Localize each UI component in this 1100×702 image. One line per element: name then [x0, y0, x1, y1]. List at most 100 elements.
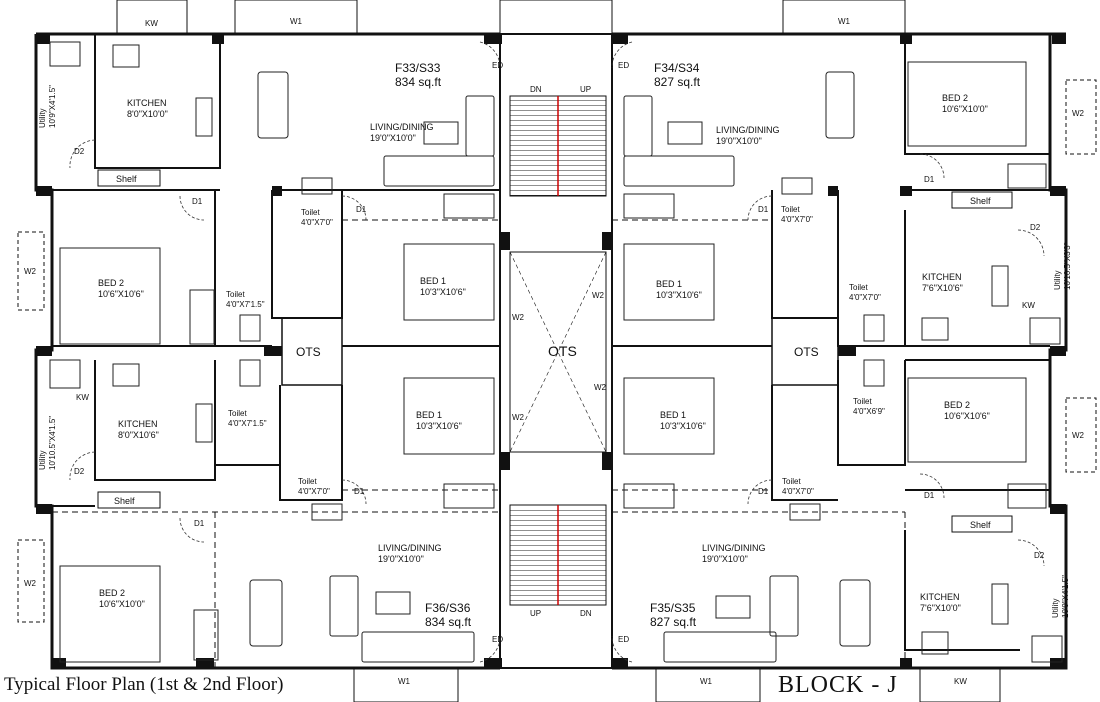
ots-right: OTS — [794, 345, 819, 359]
bed2-tr-label: BED 2 — [942, 93, 968, 103]
flat-f33-area: 834 sq.ft — [395, 75, 442, 89]
kw-top: KW — [145, 19, 158, 28]
living-br-label: LIVING/DINING — [702, 543, 766, 553]
utility-tl-label: Utility — [38, 108, 47, 128]
d2-tl: D2 — [74, 147, 85, 156]
structural-columns — [36, 34, 1066, 668]
w1-top-left: W1 — [290, 17, 303, 26]
toilet-1-dim: 4'0"X7'0" — [301, 218, 333, 227]
kitchen-br-label: KITCHEN — [920, 592, 960, 602]
d1-c3: D1 — [758, 205, 769, 214]
kw-left: KW — [76, 393, 89, 402]
d2-ml: D2 — [74, 467, 85, 476]
living-bl-label: LIVING/DINING — [378, 543, 442, 553]
flat-f33-name: F33/S33 — [395, 61, 441, 75]
shelf-tl: Shelf — [116, 174, 137, 184]
kitchen-tl-label: KITCHEN — [127, 98, 167, 108]
toilet-8-label: Toilet — [782, 477, 801, 486]
up-top: UP — [580, 85, 591, 94]
dn-top: DN — [530, 85, 542, 94]
w2-right-top: W2 — [1072, 109, 1085, 118]
bed1-tr-label: BED 1 — [656, 279, 682, 289]
ed-tr: ED — [618, 61, 629, 70]
toilet-2-label: Toilet — [226, 290, 245, 299]
bed1-br-label: BED 1 — [660, 410, 686, 420]
staircase-core — [499, 33, 613, 669]
flat-f36-name: F36/S36 — [425, 601, 471, 615]
d1-c1: D1 — [356, 205, 367, 214]
utility-tl-dim: 10'9"X4'1.5" — [48, 85, 57, 128]
d1-ml: D1 — [194, 519, 205, 528]
shelf-ml: Shelf — [114, 496, 135, 506]
window-door-tags: KW W1 W1 W1 W1 KW KW KW W2 W2 W2 W2 W2 W… — [24, 17, 1085, 686]
w1-bottom-left: W1 — [398, 677, 411, 686]
w2-core-4: W2 — [594, 383, 607, 392]
bed2-mr-dim: 10'6"X10'6" — [944, 411, 990, 421]
block-label: BLOCK - J — [778, 672, 898, 698]
living-tr-label: LIVING/DINING — [716, 125, 780, 135]
flat-f34-area: 827 sq.ft — [654, 75, 701, 89]
shelf-labels: Shelf Shelf Shelf Shelf — [97, 169, 1013, 533]
bed1-tr-dim: 10'3"X10'6" — [656, 290, 702, 300]
living-tl-dim: 19'0"X10'0" — [370, 133, 416, 143]
utility-ml-label: Utility — [38, 450, 47, 470]
w2-left-top: W2 — [24, 267, 37, 276]
bed2-bl-dim: 10'6"X10'0" — [99, 599, 145, 609]
ots-labels: OTS OTS OTS — [296, 343, 819, 359]
utility-br-label: Utility — [1051, 598, 1060, 618]
bed1-tl-label: BED 1 — [420, 276, 446, 286]
toilet-1-label: Toilet — [301, 208, 320, 217]
bed1-br-dim: 10'3"X10'6" — [660, 421, 706, 431]
bed2-bl-label: BED 2 — [99, 588, 125, 598]
ed-bl: ED — [492, 635, 503, 644]
toilet-6-dim: 4'0"X7'0" — [849, 293, 881, 302]
kitchen-ml-dim: 8'0"X10'6" — [118, 430, 159, 440]
flat-f35-area: 827 sq.ft — [650, 615, 697, 629]
up-bottom: UP — [530, 609, 541, 618]
plan-title: Typical Floor Plan (1st & 2nd Floor) — [4, 674, 284, 695]
interior-walls — [52, 34, 1050, 668]
w2-core-1: W2 — [512, 313, 525, 322]
living-br-dim: 19'0"X10'0" — [702, 554, 748, 564]
flat-labels: F33/S33 834 sq.ft F34/S34 827 sq.ft F36/… — [395, 61, 701, 629]
w2-core-3: W2 — [512, 413, 525, 422]
bed2-ml-dim: 10'6"X10'6" — [98, 289, 144, 299]
ots-left: OTS — [296, 345, 321, 359]
bed1-bl-dim: 10'3"X10'6" — [416, 421, 462, 431]
d1-mr: D1 — [924, 491, 935, 500]
bed2-tr-dim: 10'6"X10'0" — [942, 104, 988, 114]
w1-bottom-right: W1 — [700, 677, 713, 686]
toilet-4-label: Toilet — [298, 477, 317, 486]
utility-ml-dim: 10'10.5"X4'1.5" — [48, 416, 57, 470]
w1-top-right: W1 — [838, 17, 851, 26]
kw-bottom: KW — [954, 677, 967, 686]
utility-labels: Utility 10'9"X4'1.5" Utility 10'10.5"X4'… — [38, 85, 1072, 618]
toilet-3-label: Toilet — [228, 409, 247, 418]
d1-c2: D1 — [354, 487, 365, 496]
furniture — [49, 41, 1063, 663]
flat-f34-name: F34/S34 — [654, 61, 700, 75]
bed2-ml-label: BED 2 — [98, 278, 124, 288]
ed-tl: ED — [492, 61, 503, 70]
living-tr-dim: 19'0"X10'0" — [716, 136, 762, 146]
flat-f35-name: F35/S35 — [650, 601, 696, 615]
toilet-7-label: Toilet — [853, 397, 872, 406]
toilet-6-label: Toilet — [849, 283, 868, 292]
w2-core-2: W2 — [592, 291, 605, 300]
kw-right: KW — [1022, 301, 1035, 310]
toilet-5-label: Toilet — [781, 205, 800, 214]
shelf-tr: Shelf — [970, 196, 991, 206]
ed-br: ED — [618, 635, 629, 644]
flat-f36-area: 834 sq.ft — [425, 615, 472, 629]
kitchen-ml-label: KITCHEN — [118, 419, 158, 429]
d1-tr: D1 — [924, 175, 935, 184]
room-labels: LIVING/DINING 19'0"X10'0" LIVING/DINING … — [98, 93, 990, 613]
living-tl-label: LIVING/DINING — [370, 122, 434, 132]
side-window-bumps — [17, 79, 1097, 623]
kitchen-mr-label: KITCHEN — [922, 272, 962, 282]
d2-br: D2 — [1034, 551, 1045, 560]
d1-tl: D1 — [192, 197, 203, 206]
toilet-7-dim: 4'0"X6'9" — [853, 407, 885, 416]
toilet-2-dim: 4'0"X7'1.5" — [226, 300, 265, 309]
shelf-br: Shelf — [970, 520, 991, 530]
